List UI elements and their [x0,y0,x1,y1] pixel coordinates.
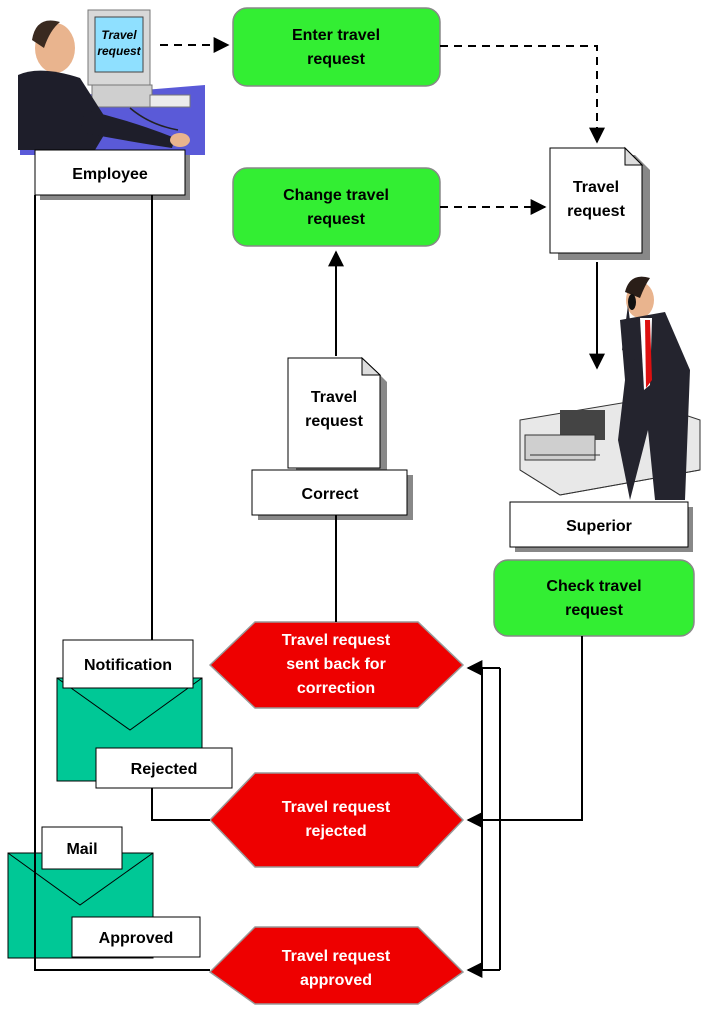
rejected-event-line2: rejected [305,823,366,840]
notification-tag-text: Notification [84,657,172,674]
superior-label: Superior [566,518,632,535]
rejected-event-line1: Travel request [282,799,391,816]
approved-tag-text: Approved [99,930,174,947]
travel-request-document-top [549,146,650,260]
arrow-check-to-rejected [466,636,583,828]
sent-back-line3: correction [297,680,375,697]
enter-step-line1: Enter travel [292,27,380,44]
correct-label: Correct [302,486,360,503]
change-travel-request-step [232,167,441,247]
sent-back-line2: sent back for [286,656,386,673]
check-travel-request-step [493,559,695,637]
approved-event-line1: Travel request [282,948,391,965]
doc-mid-line1: Travel [311,389,357,406]
enter-travel-request-step [232,7,441,87]
enter-step-line2: request [307,51,365,68]
superior-illustration [519,276,701,500]
approved-event [208,926,465,1005]
doc-top-line1: Travel [573,179,619,196]
check-step-line2: request [565,602,623,619]
travel-request-document-mid [287,356,387,475]
doc-top-line2: request [567,203,625,220]
employee-illustration [18,9,205,155]
dashed-arrow-to-doc [440,45,605,144]
connectors [34,37,605,978]
sent-back-line1: Travel request [282,632,391,649]
monitor-text-line1: Travel [101,28,137,42]
check-step-line1: Check travel [546,578,641,595]
approved-event-line2: approved [300,972,372,989]
rejected-event [208,772,465,868]
rejected-tag [95,747,233,789]
correct-label-box [251,469,413,520]
monitor-text-line2: request [97,44,141,58]
rejected-tag-text: Rejected [131,761,198,778]
sent-back-event [208,621,465,709]
line-notification-to-rejected [151,788,210,821]
change-step-line2: request [307,211,365,228]
employee-label: Employee [72,166,148,183]
notification-tag [62,639,194,689]
change-step-line1: Change travel [283,187,389,204]
mail-tag [41,826,123,870]
superior-label-box [509,501,693,552]
mail-tag-text: Mail [66,841,97,858]
employee-label-box [34,149,190,200]
doc-mid-line2: request [305,413,363,430]
approved-tag [71,916,201,958]
line-employee-to-approved [34,195,210,971]
